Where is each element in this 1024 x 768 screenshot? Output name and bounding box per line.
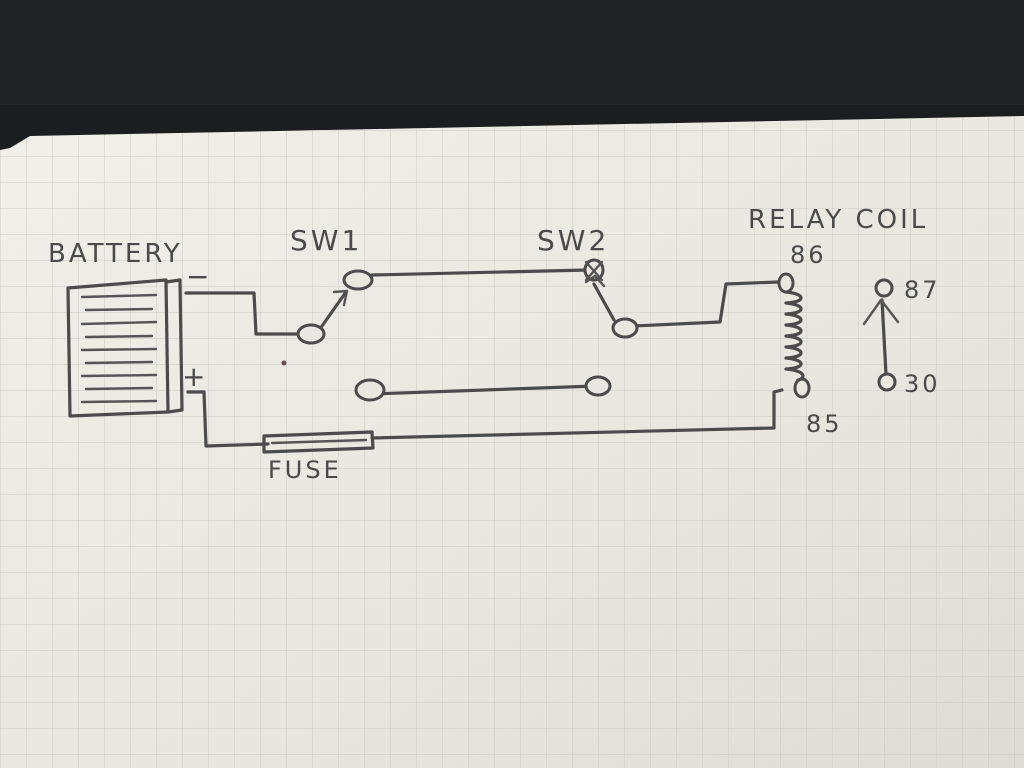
sw2-contact-common [611, 317, 639, 339]
terminal-30-label: 30 [904, 370, 941, 398]
terminal-86-label: 86 [790, 241, 827, 269]
relay-contacts [862, 278, 900, 392]
terminal-87-label: 87 [904, 276, 941, 304]
relay-contact-87 [874, 278, 894, 298]
negative-terminal-label: − [186, 260, 212, 293]
relay-contact-arm [880, 298, 888, 376]
sw2-arrow-head [584, 274, 606, 288]
relay-coil-label: RELAY COIL [748, 205, 928, 235]
relay-contact-30 [877, 372, 897, 392]
terminal-85-label: 85 [806, 410, 843, 438]
positive-terminal-label: + [182, 360, 208, 393]
sw1-contact-bottom [354, 378, 386, 402]
sw2-cross-mark [584, 260, 604, 282]
sw1-blade [320, 290, 348, 328]
sw2-switch [583, 258, 639, 397]
sw1-label: SW1 [290, 224, 362, 257]
battery-symbol [66, 278, 184, 418]
sw2-contact-bottom [584, 375, 612, 397]
sw1-switch [296, 269, 386, 402]
sw1-contact-common [296, 323, 326, 345]
relay-coil-winding [784, 290, 805, 382]
relay-terminal-85 [793, 377, 811, 399]
sw2-label: SW2 [537, 224, 609, 257]
sw2-blade [592, 282, 616, 322]
relay-arrow-head [862, 298, 900, 326]
sw1-arrow-head [332, 289, 349, 307]
relay-coil-symbol [777, 272, 811, 399]
fuse-symbol [262, 430, 375, 454]
sw1-contact-top [342, 269, 374, 291]
notebook-cover [0, 0, 1024, 105]
paper-grid [0, 116, 1024, 768]
circuit-wires [184, 268, 784, 448]
relay-terminal-86 [777, 272, 795, 294]
battery-label: BATTERY [48, 239, 183, 269]
fuse-label: FUSE [268, 456, 342, 484]
pen-dot [281, 360, 287, 366]
